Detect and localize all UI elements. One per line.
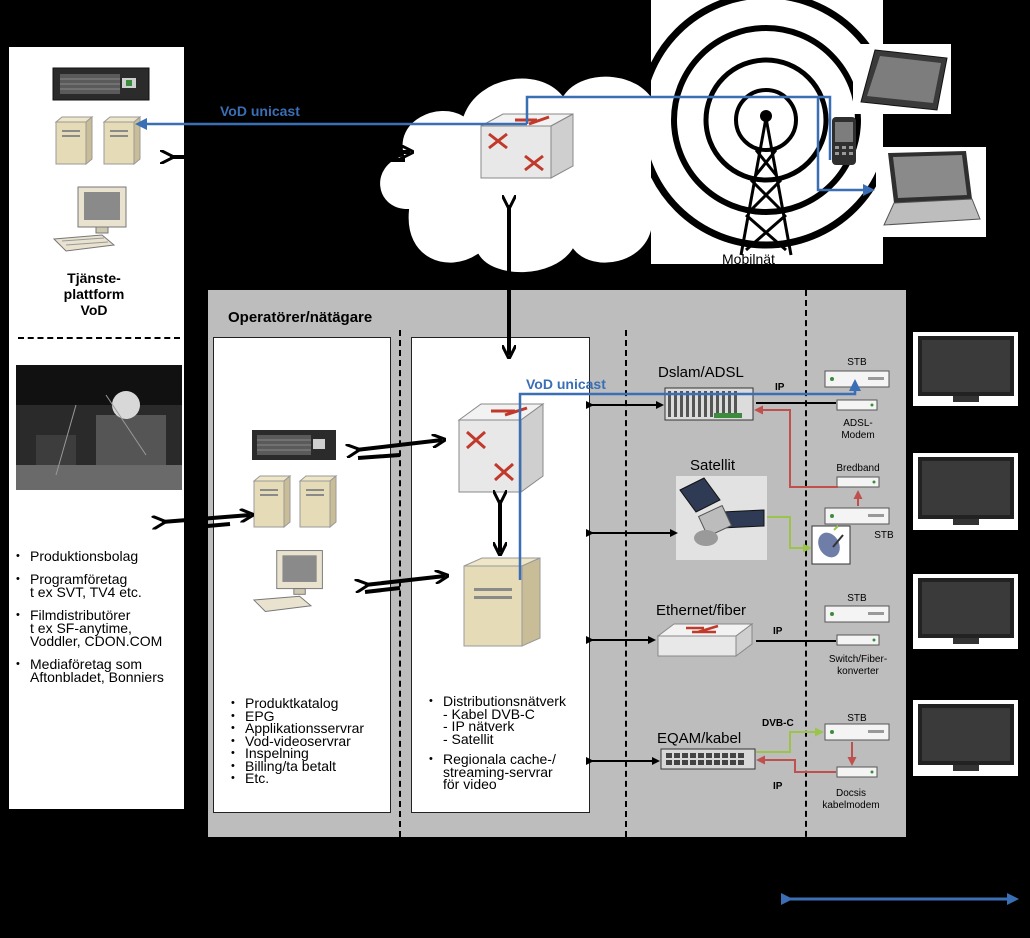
tv-icon xyxy=(913,574,1018,649)
workstation-icon xyxy=(52,186,127,252)
satellite-title: Satellit xyxy=(690,457,736,474)
tv-icon xyxy=(913,453,1018,530)
core-router-icon xyxy=(480,113,574,179)
vod-unicast-label-operator: VoD unicast xyxy=(526,376,606,392)
platform-item: Inspelning xyxy=(231,746,391,759)
distribution-router-icon xyxy=(457,403,545,493)
eqam-title: EQAM/kabel xyxy=(657,730,742,747)
distribution-item: Regionala cache-/ streaming-servrar för … xyxy=(429,752,594,790)
tablet-icon xyxy=(853,44,951,114)
platform-item: Applikationsservrar xyxy=(231,721,391,734)
eqam-ip-label: IP xyxy=(773,781,783,792)
stb-cable-icon xyxy=(824,723,890,741)
divider-home xyxy=(805,270,807,937)
stb-dslam-label: STB xyxy=(847,357,867,368)
eqam-device-icon xyxy=(660,748,756,770)
left-panel-divider xyxy=(18,337,180,339)
dslam-ip-label: IP xyxy=(775,382,785,393)
platform-item: EPG xyxy=(231,709,391,722)
mobile-network-label: Mobilnät xyxy=(722,251,775,267)
platform-item: Billing/ta betalt xyxy=(231,759,391,772)
divider-access xyxy=(625,330,627,837)
stb-satellite-label: STB xyxy=(874,530,894,541)
ethernet-switch-icon xyxy=(656,623,754,657)
fiber-converter-icon xyxy=(836,634,880,646)
platform-item: Produktkatalog xyxy=(231,696,391,709)
ethernet-ip-label: IP xyxy=(773,626,783,637)
distribution-item: Distributionsnätverk - Kabel DVB-C - IP … xyxy=(429,694,594,745)
adsl-modem-label: ADSL-Modem xyxy=(841,418,875,441)
tv-icon xyxy=(913,332,1018,406)
workstation-icon xyxy=(252,550,323,612)
broadband-modem-icon xyxy=(836,476,880,488)
fiber-converter-label: Switch/Fiber-konverter xyxy=(828,654,888,677)
producer-item: Produktionsbolag xyxy=(16,549,186,563)
ethernet-title: Ethernet/fiber xyxy=(656,602,747,619)
stb-ethernet-label: STB xyxy=(847,593,867,604)
satellite-icon xyxy=(676,476,767,560)
phone-icon xyxy=(832,117,856,165)
operators-title: Operatörer/nätägare xyxy=(228,309,373,326)
dslam-title: Dslam/ADSL xyxy=(658,364,744,381)
satellite-dish-icon xyxy=(811,525,851,565)
rack-server-icon xyxy=(52,67,150,101)
eqam-dvbc-label: DVB-C xyxy=(762,718,794,729)
platform-item: Etc. xyxy=(231,771,391,784)
rack-server-icon xyxy=(252,430,336,460)
stb-satellite-icon xyxy=(824,507,890,525)
stb-ethernet-icon xyxy=(824,605,890,623)
platform-list: Produktkatalog EPG Applikationsservrar V… xyxy=(231,696,391,784)
platform-item: Vod-videoservrar xyxy=(231,734,391,747)
vod-unicast-label-top: VoD unicast xyxy=(220,103,300,119)
adsl-modem-icon xyxy=(836,399,878,411)
cable-modem-icon xyxy=(836,766,878,778)
broadband-label: Bredband xyxy=(836,463,880,474)
cache-server-icon xyxy=(463,557,541,647)
service-platform-label: Tjänste- plattform VoD xyxy=(63,270,125,318)
stb-cable-label: STB xyxy=(847,713,867,724)
studio-photo xyxy=(16,365,182,490)
distribution-list: Distributionsnätverk - Kabel DVB-C - IP … xyxy=(429,694,594,790)
server-towers-icon xyxy=(252,475,338,529)
mobile-tower-icon xyxy=(651,0,883,256)
tv-icon xyxy=(913,700,1018,776)
laptop-icon xyxy=(876,147,986,237)
